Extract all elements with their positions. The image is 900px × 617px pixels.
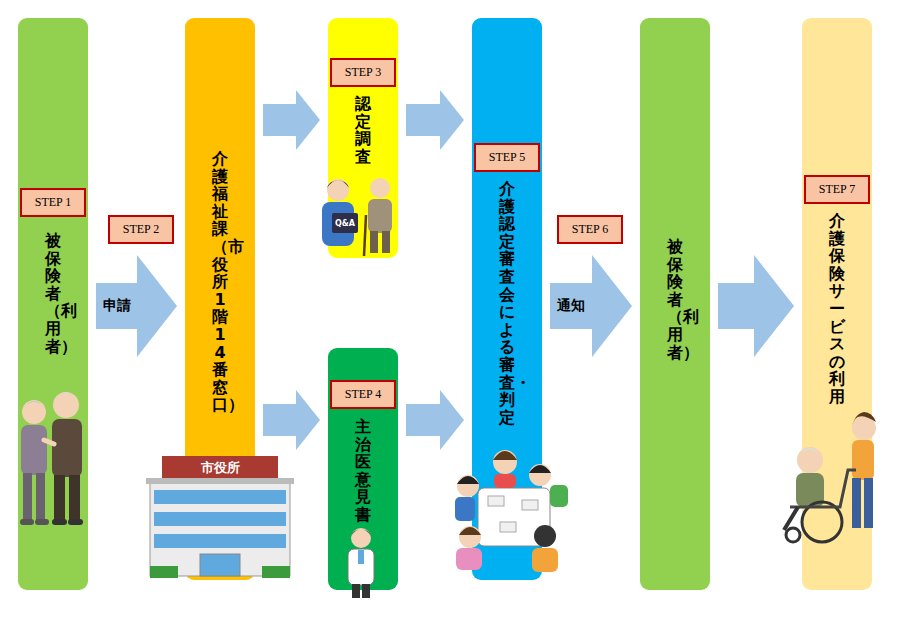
step-badge: STEP 2 <box>108 215 174 244</box>
band-title: 認定調査 <box>355 95 371 165</box>
block-arrow <box>718 255 794 357</box>
step-badge: STEP 1 <box>20 188 86 217</box>
tablet-text: Q&A <box>335 219 355 228</box>
step-label: STEP 4 <box>345 387 382 402</box>
process-band: 介護認定審査会による審査・判定 STEP 5 <box>472 18 542 580</box>
band-title: 主治医意見書 <box>355 418 371 524</box>
step-badge: STEP 5 <box>474 143 540 172</box>
city-hall-building <box>146 456 294 578</box>
band-title: 被保険者（利用者） <box>667 238 683 361</box>
block-arrow <box>96 255 177 357</box>
step-badge: STEP 3 <box>330 58 396 87</box>
step-badge: STEP 7 <box>804 175 870 204</box>
step-label: STEP 1 <box>35 195 72 210</box>
block-arrow <box>263 390 320 450</box>
band-title: 介護福祉課（市役所1階14番窓口） <box>212 150 228 414</box>
step-label: STEP 6 <box>572 222 609 237</box>
interview-figures <box>322 178 392 256</box>
step-badge: STEP 6 <box>557 215 623 244</box>
process-band: 被保険者（利用者） STEP 1 <box>18 18 88 590</box>
band-title: 介護保険サービスの利用 <box>829 212 845 406</box>
elderly-couple <box>20 392 83 525</box>
block-arrow <box>406 90 464 150</box>
step-label: STEP 5 <box>489 150 526 165</box>
step-label: STEP 7 <box>819 182 856 197</box>
sign-text: 市役所 <box>201 459 240 477</box>
step-label: STEP 2 <box>123 222 160 237</box>
block-arrow <box>263 90 320 150</box>
process-band: 主治医意見書 STEP 4 <box>328 348 398 590</box>
step-badge: STEP 4 <box>330 380 396 409</box>
doctor-figure <box>348 528 374 598</box>
process-band: 被保険者（利用者） <box>640 18 710 590</box>
block-arrow <box>550 255 632 357</box>
band-title: 介護認定審査会による審査・判定 <box>499 180 515 426</box>
arrow-label: 通知 <box>556 297 586 315</box>
process-band: 介護福祉課（市役所1階14番窓口） <box>185 18 255 580</box>
block-arrow <box>406 390 464 450</box>
meeting-group <box>455 450 568 572</box>
wheelchair-figures <box>784 412 876 542</box>
process-band: 介護保険サービスの利用 STEP 7 <box>802 18 872 590</box>
arrow-label: 申請 <box>102 297 132 315</box>
step-label: STEP 3 <box>345 65 382 80</box>
band-title: 被保険者（利用者） <box>45 232 61 355</box>
